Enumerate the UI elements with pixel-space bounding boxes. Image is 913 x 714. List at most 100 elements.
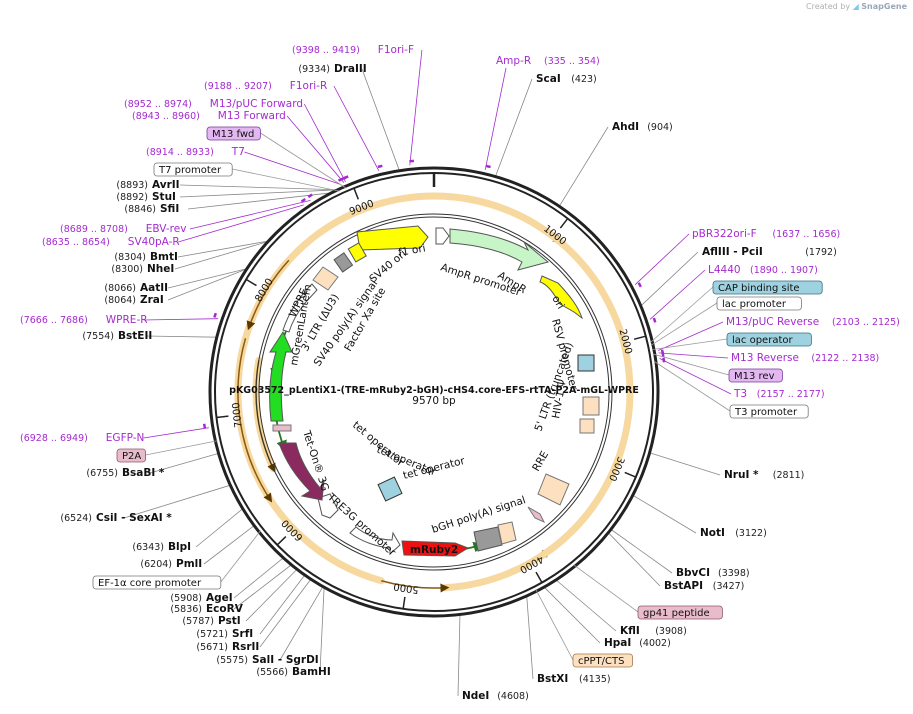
feature-rre[interactable] xyxy=(537,473,570,506)
feature-wpre[interactable] xyxy=(282,283,318,333)
feature-mgreenlantern[interactable] xyxy=(269,330,293,422)
primer-m13-reverse[interactable]: M13 Reverse(2122 .. 2138) xyxy=(658,352,880,364)
site-blpi[interactable]: (6343)BlpI xyxy=(132,541,191,553)
box-text: P2A xyxy=(122,451,141,462)
feature-teton-3g[interactable] xyxy=(278,442,325,501)
label-box-m13-fwd[interactable]: M13 fwd xyxy=(206,126,347,189)
feature-glyphs xyxy=(269,225,600,557)
feature-bgh-orange[interactable] xyxy=(497,521,517,545)
site-name: NheI xyxy=(147,263,174,275)
site-csii-sexai[interactable]: (6524)CsiI - SexAI * xyxy=(60,512,172,524)
feature-tet-operators[interactable] xyxy=(377,476,403,502)
feature-mruby2[interactable] xyxy=(401,540,470,557)
primer-wpre-r[interactable]: (7666 .. 7686)WPRE-R xyxy=(20,312,219,326)
site-pos: (5566) xyxy=(256,667,288,678)
label-box-cap-binding-site[interactable]: CAP binding site xyxy=(650,280,823,343)
leader-lines xyxy=(123,68,721,697)
feature-hiv1-psi[interactable] xyxy=(579,418,595,434)
leader-draiii xyxy=(361,68,400,171)
site-stui[interactable]: (8892)StuI xyxy=(116,191,176,203)
site-ndei[interactable]: NdeI(4608) xyxy=(462,690,529,702)
primer-t7[interactable]: (8914 .. 8933)T7 xyxy=(146,146,344,185)
feature-tre3g-promoter[interactable] xyxy=(349,526,401,556)
label-box-lac-promoter[interactable]: lac promoter xyxy=(650,296,802,346)
box-bg xyxy=(716,296,802,311)
primer-f1ori-r[interactable]: (9188 .. 9207)F1ori-R xyxy=(204,80,383,171)
restriction-sites: (9334)DraIII ScaI(423) AhdI(904) AflIII - P… xyxy=(60,63,836,702)
feature-ori[interactable] xyxy=(539,275,583,320)
site-pos: (4135) xyxy=(579,674,611,685)
site-bsabi[interactable]: (6755)BsaBI * xyxy=(86,467,164,479)
primer-t3[interactable]: T3(2157 .. 2177) xyxy=(659,357,825,400)
site-name: HpaI xyxy=(604,637,631,649)
site-bmti[interactable]: (8304)BmtI xyxy=(114,251,177,263)
label-box-lac-operator[interactable]: lac operator xyxy=(651,332,812,351)
site-pos: (5575) xyxy=(216,655,248,666)
site-bamhi[interactable]: (5566)BamHI xyxy=(256,666,330,678)
site-pos: (8064) xyxy=(104,295,136,306)
primer-name: EGFP-N xyxy=(106,432,145,444)
site-agei[interactable]: (5908)AgeI xyxy=(170,592,232,604)
site-srfi[interactable]: (5721)SrfI xyxy=(196,628,253,640)
site-bstapi[interactable]: BstAPI(3427) xyxy=(664,580,744,592)
primer-name: T7 xyxy=(231,146,245,158)
primer-ebv-rev[interactable]: (8689 .. 8708)EBV-rev xyxy=(60,193,313,235)
feature-ampr[interactable] xyxy=(449,228,550,271)
feature-3-ltr[interactable] xyxy=(312,266,339,291)
site-psti[interactable]: (5787)PstI xyxy=(182,615,240,627)
primer-name: M13/pUC Forward xyxy=(210,98,303,110)
primer-name: WPRE-R xyxy=(106,314,148,326)
box-bg xyxy=(206,126,261,141)
feature-sv40-polya[interactable] xyxy=(333,252,354,273)
leader-afliii-pcii xyxy=(640,251,699,307)
credit-text: Created by ◢ SnapGene xyxy=(806,2,907,11)
primer-amp-r[interactable]: Amp-R(335 .. 354) xyxy=(484,55,600,170)
feature-bgh-polya[interactable] xyxy=(473,526,503,552)
site-kfli[interactable]: KflI(3908) xyxy=(620,625,687,637)
primer-l4440[interactable]: L4440(1890 .. 1907) xyxy=(649,264,818,323)
site-aatii[interactable]: (8066)AatII xyxy=(104,282,168,294)
feature-gp41-block[interactable] xyxy=(527,506,546,524)
label-box-t7-promoter[interactable]: T7 promoter xyxy=(153,162,340,192)
site-afliii-pcii[interactable]: AflIII - PciI(1792) xyxy=(702,246,837,258)
site-bsteii[interactable]: (7554)BstEII xyxy=(82,330,152,342)
feature-sv40-ori[interactable] xyxy=(347,242,367,263)
site-pmli[interactable]: (6204)PmlI xyxy=(140,558,202,570)
site-noti[interactable]: NotI(3122) xyxy=(700,527,767,539)
primer-m13-forward[interactable]: (8943 .. 8960)M13 Forward xyxy=(132,110,347,183)
site-name: AflIII - PciI xyxy=(702,246,763,258)
site-sali-sgrdi[interactable]: (5575)SalI - SgrDI xyxy=(216,654,318,666)
label-box-t3-promoter[interactable]: T3 promoter xyxy=(653,360,809,419)
primer-f1ori-f[interactable]: (9398 .. 9419)F1ori-F xyxy=(292,44,423,166)
label-box-gp41-peptide[interactable]: gp41 peptide xyxy=(573,564,723,620)
site-ahdi[interactable]: AhdI(904) xyxy=(612,121,673,133)
feature-rsv-promoter[interactable] xyxy=(577,354,595,372)
primer-egfp-n[interactable]: (6928 .. 6949)EGFP-N xyxy=(20,423,209,444)
label-box-m13-rev[interactable]: M13 rev xyxy=(652,353,783,383)
site-hpai[interactable]: HpaI(4002) xyxy=(604,637,671,649)
label-box-ef-1-core-promoter[interactable]: EF-1α core promoter xyxy=(92,530,261,590)
label-box-p2a[interactable]: P2A xyxy=(116,440,218,463)
site-scai[interactable]: ScaI(423) xyxy=(536,73,597,85)
feature-5-ltr[interactable] xyxy=(582,396,600,416)
primer-mark xyxy=(485,164,491,169)
site-zrai[interactable]: (8064)ZraI xyxy=(104,294,163,306)
leader-srfi xyxy=(259,574,306,635)
site-ecorv[interactable]: (5836)EcoRV xyxy=(170,603,243,615)
feature-ampr-promoter[interactable] xyxy=(435,227,450,245)
site-sfii[interactable]: (8846)SfiI xyxy=(124,203,179,215)
site-draiii[interactable]: (9334)DraIII xyxy=(298,63,366,75)
feature-small-promoter[interactable] xyxy=(317,493,339,519)
site-avrii[interactable]: (8893)AvrII xyxy=(116,179,179,191)
site-bstxi[interactable]: BstXI(4135) xyxy=(537,673,611,685)
tick-label-7000: 7000 xyxy=(231,402,245,429)
primer-sv40pa-r[interactable]: (8635 .. 8654)SV40pA-R xyxy=(42,197,306,248)
site-nhei[interactable]: (8300)NheI xyxy=(111,263,174,275)
label-box-cppt-cts[interactable]: cPPT/CTS xyxy=(535,589,633,668)
feature-p2a-glyph[interactable] xyxy=(272,424,292,432)
site-rsrii[interactable]: (5671)RsrII xyxy=(196,641,259,653)
primer-pbr322ori-f[interactable]: pBR322ori-F(1637 .. 1656) xyxy=(634,228,840,288)
site-bbvci[interactable]: BbvCI(3398) xyxy=(676,567,750,579)
site-nrui[interactable]: NruI *(2811) xyxy=(724,469,804,481)
box-text: T3 promoter xyxy=(734,407,798,418)
